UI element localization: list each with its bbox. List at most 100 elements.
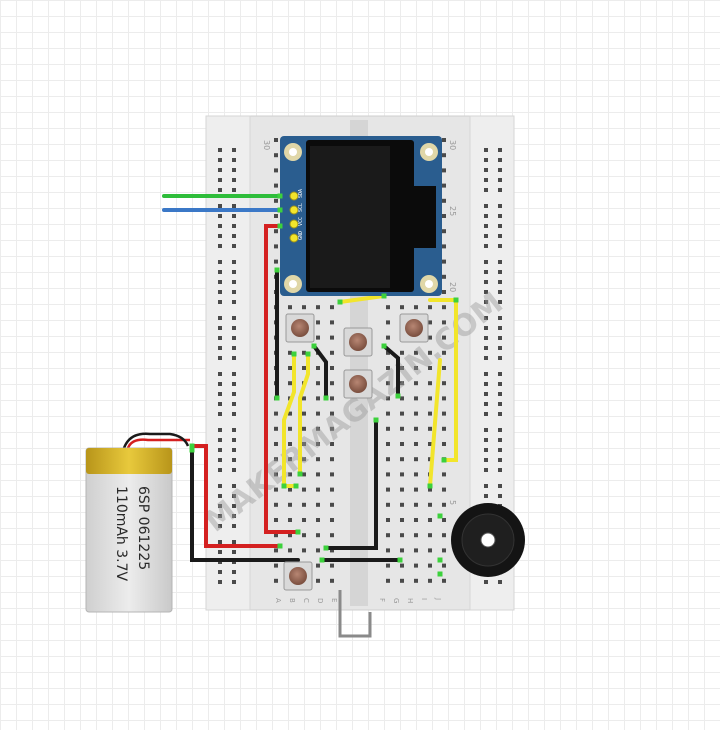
breadboard-hole[interactable] [232,234,236,238]
breadboard-hole[interactable] [330,502,334,507]
breadboard-hole[interactable] [232,346,236,350]
breadboard-hole[interactable] [232,392,236,396]
breadboard-hole[interactable] [400,350,404,355]
breadboard-hole[interactable] [232,244,236,248]
breadboard-hole[interactable] [498,270,502,274]
breadboard-hole[interactable] [414,350,418,355]
wire-red-battery-vcc[interactable] [190,444,282,548]
breadboard-hole[interactable] [218,204,222,208]
breadboard-hole[interactable] [484,372,488,376]
breadboard-hole[interactable] [218,438,222,442]
breadboard-hole[interactable] [414,442,418,446]
breadboard-hole[interactable] [302,533,306,538]
breadboard-hole[interactable] [288,533,292,538]
breadboard-hole[interactable] [218,290,222,294]
breadboard-hole[interactable] [218,188,222,192]
breadboard-hole[interactable] [498,168,502,172]
breadboard-hole[interactable] [288,518,292,522]
breadboard-hole[interactable] [498,214,502,218]
breadboard-hole[interactable] [484,234,488,238]
breadboard-hole[interactable] [218,244,222,248]
breadboard-hole[interactable] [218,346,222,350]
breadboard-hole[interactable] [442,442,446,446]
push-button-1[interactable] [285,313,315,343]
breadboard-hole[interactable] [498,260,502,264]
breadboard-hole[interactable] [302,548,306,553]
breadboard-hole[interactable] [428,396,432,401]
breadboard-hole[interactable] [316,563,320,568]
breadboard-hole[interactable] [330,457,334,462]
breadboard-hole[interactable] [484,270,488,274]
breadboard-hole[interactable] [232,300,236,304]
breadboard-hole[interactable] [400,533,404,538]
breadboard-hole[interactable] [484,356,488,360]
breadboard-hole[interactable] [442,229,446,234]
breadboard-hole[interactable] [498,188,502,192]
breadboard-hole[interactable] [232,270,236,274]
breadboard-hole[interactable] [232,494,236,498]
breadboard-hole[interactable] [316,533,320,538]
breadboard-hole[interactable] [302,305,306,310]
breadboard-hole[interactable] [428,548,432,553]
breadboard-hole[interactable] [428,411,432,416]
breadboard-hole[interactable] [498,346,502,350]
breadboard-hole[interactable] [232,468,236,472]
wire-yellow-2[interactable] [298,352,310,476]
breadboard-hole[interactable] [484,290,488,294]
breadboard-hole[interactable] [400,457,404,462]
breadboard-hole[interactable] [484,326,488,330]
breadboard-hole[interactable] [274,244,278,249]
breadboard-hole[interactable] [484,382,488,386]
breadboard-hole[interactable] [428,578,432,583]
breadboard-hole[interactable] [330,563,334,568]
breadboard-hole[interactable] [400,381,404,386]
breadboard-hole[interactable] [316,518,320,522]
breadboard-hole[interactable] [442,214,446,218]
breadboard-hole[interactable] [442,350,446,355]
breadboard-hole[interactable] [316,442,320,446]
breadboard-hole[interactable] [400,487,404,492]
breadboard-hole[interactable] [386,442,390,446]
breadboard-hole[interactable] [484,392,488,396]
breadboard-hole[interactable] [498,372,502,376]
breadboard-hole[interactable] [232,428,236,432]
breadboard-hole[interactable] [218,300,222,304]
breadboard-hole[interactable] [232,188,236,192]
breadboard-hole[interactable] [274,183,278,188]
breadboard-hole[interactable] [218,336,222,340]
breadboard-hole[interactable] [498,290,502,294]
breadboard-hole[interactable] [442,168,446,173]
breadboard-hole[interactable] [414,366,418,370]
breadboard-hole[interactable] [498,178,502,182]
breadboard-hole[interactable] [302,457,306,462]
breadboard-hole[interactable] [428,381,432,386]
breadboard-hole[interactable] [498,458,502,462]
breadboard-hole[interactable] [498,580,502,584]
breadboard-hole[interactable] [386,518,390,522]
breadboard-hole[interactable] [484,316,488,320]
breadboard-hole[interactable] [414,518,418,522]
breadboard-hole[interactable] [442,518,446,522]
breadboard-hole[interactable] [288,381,292,386]
breadboard-hole[interactable] [414,381,418,386]
breadboard-hole[interactable] [218,514,222,518]
breadboard-hole[interactable] [218,448,222,452]
breadboard-hole[interactable] [232,438,236,442]
wire-black-battery-gnd[interactable] [190,448,300,562]
breadboard-hole[interactable] [302,502,306,507]
wire-yellow-1[interactable] [282,352,298,488]
breadboard-hole[interactable] [232,280,236,284]
breadboard-hole[interactable] [302,396,306,401]
breadboard-hole[interactable] [274,442,278,446]
breadboard-hole[interactable] [498,244,502,248]
breadboard-hole[interactable] [288,457,292,462]
oled-display-module[interactable]: GND VCC SCL SDA [280,136,442,296]
breadboard-hole[interactable] [218,372,222,376]
breadboard-hole[interactable] [428,366,432,370]
breadboard-hole[interactable] [218,468,222,472]
breadboard-hole[interactable] [218,504,222,508]
breadboard-hole[interactable] [218,550,222,554]
breadboard-hole[interactable] [442,259,446,264]
breadboard-hole[interactable] [386,381,390,386]
breadboard-hole[interactable] [428,518,432,522]
